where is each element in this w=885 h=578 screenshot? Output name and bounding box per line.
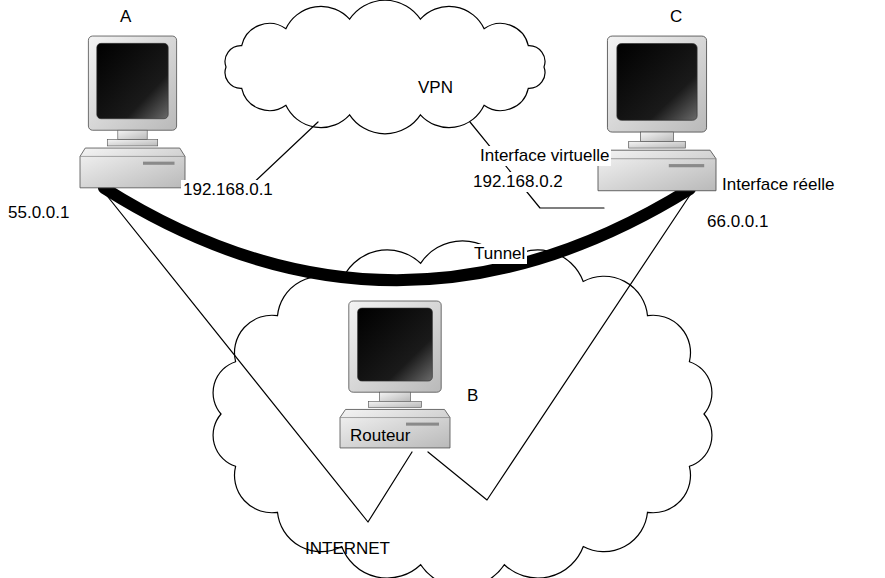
internet-cloud: INTERNETBRouteur [205,245,720,578]
drive-slot [406,423,439,426]
monitor-neck [118,130,147,139]
computer-a: A [80,35,185,192]
drive-slot [669,164,704,167]
node-label: B [467,386,478,406]
node-label: C [670,7,682,27]
base-edge [340,417,450,418]
computer-c: C [598,35,716,195]
node-label: VPN [418,78,453,98]
cloud-outline [225,0,545,134]
computer-base [598,150,716,191]
cloud-outline [213,241,712,578]
tunnel-line [104,188,690,280]
cloud-shape [210,2,560,132]
computer-icon [80,35,185,192]
monitor-screen [97,43,168,118]
monitor-case [607,36,706,132]
address-label: 55.0.0.1 [6,203,71,223]
monitor-neck [380,392,411,401]
node-label: INTERNET [305,539,390,559]
base-edge [80,156,185,157]
monitor-screen [617,44,697,121]
edge-label: Tunnel [472,244,527,264]
monitor-neck [640,132,673,142]
drive-slot [143,162,175,165]
monitor-foot [629,142,686,148]
monitor-case [88,36,176,130]
address-label: 192.168.0.2 [471,172,565,192]
address-label: 66.0.0.1 [705,212,770,232]
vpn-cloud: VPN [210,2,560,132]
node-label: A [120,7,131,27]
computer-base [340,409,450,448]
router-b: BRouteur [340,300,450,452]
monitor-screen [358,308,433,381]
monitor-foot [107,140,157,146]
monitor-foot [369,401,422,407]
base-edge [598,158,716,159]
address-label: 192.168.0.1 [181,180,275,200]
cloud-shape [205,245,720,578]
address-label: Interface virtuelle [478,146,611,166]
computer-base [80,148,185,188]
address-label: Interface réelle [720,175,836,195]
monitor-case [349,301,441,392]
computer-icon [598,35,716,195]
node-sublabel: Routeur [350,426,410,446]
